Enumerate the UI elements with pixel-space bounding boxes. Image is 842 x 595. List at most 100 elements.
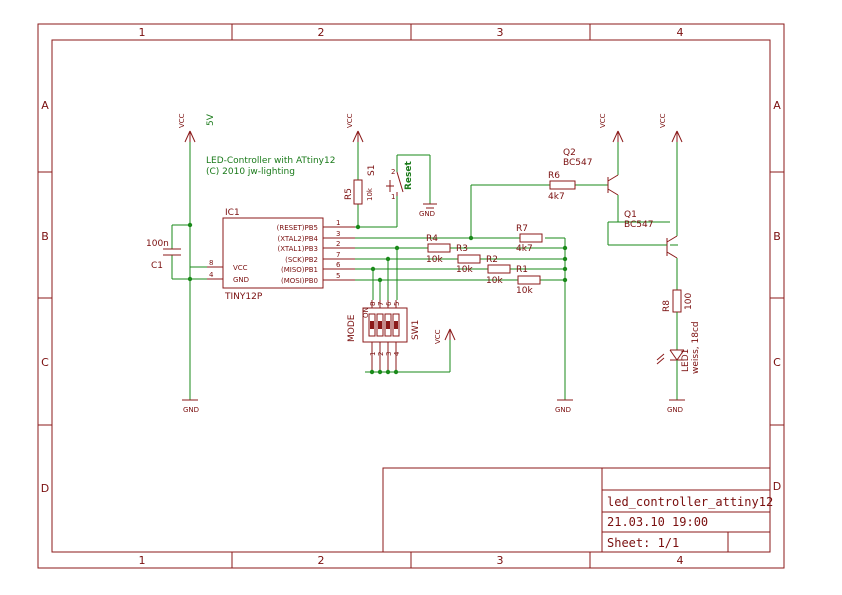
r8-ref: R8 [662, 300, 672, 312]
junction-sw1-pb0 [377, 277, 383, 283]
dip-switch-sw1: 8 7 6 5 1 2 3 4 ON MODE SW1 [347, 245, 451, 375]
frame-column-labels: 1 2 3 4 1 2 3 4 [139, 26, 684, 567]
r6-ref: R6 [548, 171, 560, 181]
sw1-pin-2: 2 [377, 352, 385, 356]
column-label-bottom-2: 2 [318, 554, 325, 567]
switch-s1-reset: GND S1 Reset 1 2 [367, 154, 437, 218]
vcc-label-q2: VCC [599, 113, 607, 128]
row-label-left-c: C [41, 356, 49, 369]
gnd-label-left: GND [183, 406, 199, 414]
ic1-pin-vcc-num: 8 [209, 259, 213, 267]
sw1-on-label: ON [362, 307, 370, 318]
row-label-left-d: D [41, 482, 49, 495]
r7-value: 4k7 [516, 244, 533, 254]
junction-pb4 [468, 235, 474, 241]
junction-sw1-pb2 [385, 256, 391, 262]
resistor-r6: R6 4k7 [548, 171, 576, 202]
vcc-symbol-left: VCC [178, 113, 196, 143]
ic1-pin-pb4-num: 3 [336, 230, 340, 238]
r4-value: 10k [426, 255, 443, 265]
ic1-pin-gnd-num: 4 [209, 271, 214, 279]
resistor-r7: R7 4k7 [516, 224, 543, 254]
led-led1: LED1 weiss, 18cd [656, 321, 701, 400]
column-label-top-1: 1 [139, 26, 146, 39]
resistor-r3: R3 10k [456, 244, 481, 275]
vcc-symbol-sw1: VCC [434, 328, 456, 344]
vcc-symbol-q1: VCC [659, 113, 683, 143]
row-label-left-a: A [41, 99, 49, 112]
title-block: led_controller_attiny12 21.03.10 19:00 S… [382, 467, 773, 553]
junction-sw1-pb1 [370, 266, 376, 272]
resistor-r4: R4 10k [426, 234, 451, 265]
column-label-top-4: 4 [677, 26, 684, 39]
row-label-right-d: D [773, 480, 781, 493]
ic1-pin-vcc-name: VCC [233, 264, 248, 272]
gnd-symbol-left: GND [182, 399, 199, 414]
vcc-symbol-reset: VCC [346, 113, 364, 143]
resistor-r1: R1 10k [516, 265, 541, 296]
frame-row-labels: A B C D A B C D [41, 99, 781, 495]
q2-ref: Q2 [563, 148, 576, 158]
supply-5v-label: 5V [206, 113, 216, 126]
ic1-pin-pb1-name: (MISO)PB1 [281, 266, 318, 274]
s1-pin1: 1 [391, 193, 395, 201]
ic1-pin-pb1-num: 6 [336, 261, 341, 269]
ic1-pin-pb5-num: 1 [336, 219, 340, 227]
junction-sw1-common-3 [385, 369, 391, 375]
sw1-ref: SW1 [411, 320, 421, 340]
gnd-label-middle: GND [555, 406, 571, 414]
q1-ref: Q1 [624, 210, 637, 220]
s1-ref: S1 [367, 165, 377, 176]
vcc-label-reset: VCC [346, 113, 354, 128]
drawing-name: led_controller_attiny12 [607, 495, 773, 509]
r4-ref: R4 [426, 234, 438, 244]
drawing-frame [37, 23, 785, 569]
r1-value: 10k [516, 286, 533, 296]
r6-value: 4k7 [548, 192, 565, 202]
resistor-r2: R2 10k [486, 255, 511, 286]
led1-value: weiss, 18cd [691, 321, 701, 374]
row-label-right-b: B [773, 230, 781, 243]
sw1-pin-7: 7 [377, 302, 385, 306]
transistor-q2: Q2 BC547 [563, 142, 678, 246]
row-label-right-c: C [773, 356, 781, 369]
gnd-symbol-middle: GND [555, 399, 573, 414]
sw1-pin-4: 4 [393, 351, 401, 356]
vcc-label-left: VCC [178, 113, 186, 128]
r8-value: 100 [684, 293, 694, 310]
junction-sw1-common-4 [393, 369, 399, 375]
column-label-top-3: 3 [497, 26, 504, 39]
c1-value: 100n [146, 239, 169, 249]
note-copyright: (C) 2010 jw-lighting [206, 167, 295, 177]
ic1-tiny12p: IC1 TINY12P VCC 8 GND 4 (RESET)PB5 (XTAL… [207, 208, 355, 302]
junction-reset [355, 224, 361, 230]
junction-sw1-common-1 [369, 369, 375, 375]
r3-ref: R3 [456, 244, 468, 254]
row-label-left-b: B [41, 230, 49, 243]
r5-ref: R5 [344, 188, 354, 200]
sw1-pin-8: 8 [369, 302, 377, 306]
sw1-pin-6: 6 [385, 301, 393, 306]
column-label-bottom-1: 1 [139, 554, 146, 567]
ic1-pin-gnd-name: GND [233, 276, 249, 284]
r2-value: 10k [486, 276, 503, 286]
column-label-bottom-4: 4 [677, 554, 684, 567]
junction-gnd-r2 [562, 266, 568, 272]
r5-value: 10k [366, 187, 374, 201]
junction-sw1-common-2 [377, 369, 383, 375]
r1-ref: R1 [516, 265, 528, 275]
sw1-pin-1: 1 [369, 352, 377, 356]
sw1-value: MODE [347, 314, 357, 342]
ic1-pin-pb3-name: (XTAL1)PB3 [278, 245, 319, 253]
s1-pin2: 2 [391, 168, 395, 176]
junction-gnd-r4 [562, 245, 568, 251]
column-label-top-2: 2 [318, 26, 325, 39]
junction-sw1-pb3 [394, 245, 400, 251]
drawing-date: 21.03.10 19:00 [607, 515, 708, 529]
sheet-number: Sheet: 1/1 [607, 536, 679, 550]
gnd-symbol-right: GND [667, 399, 685, 414]
resistor-r8: R8 100 [662, 289, 694, 350]
column-label-bottom-3: 3 [497, 554, 504, 567]
note-title: LED-Controller with ATtiny12 [206, 156, 335, 166]
